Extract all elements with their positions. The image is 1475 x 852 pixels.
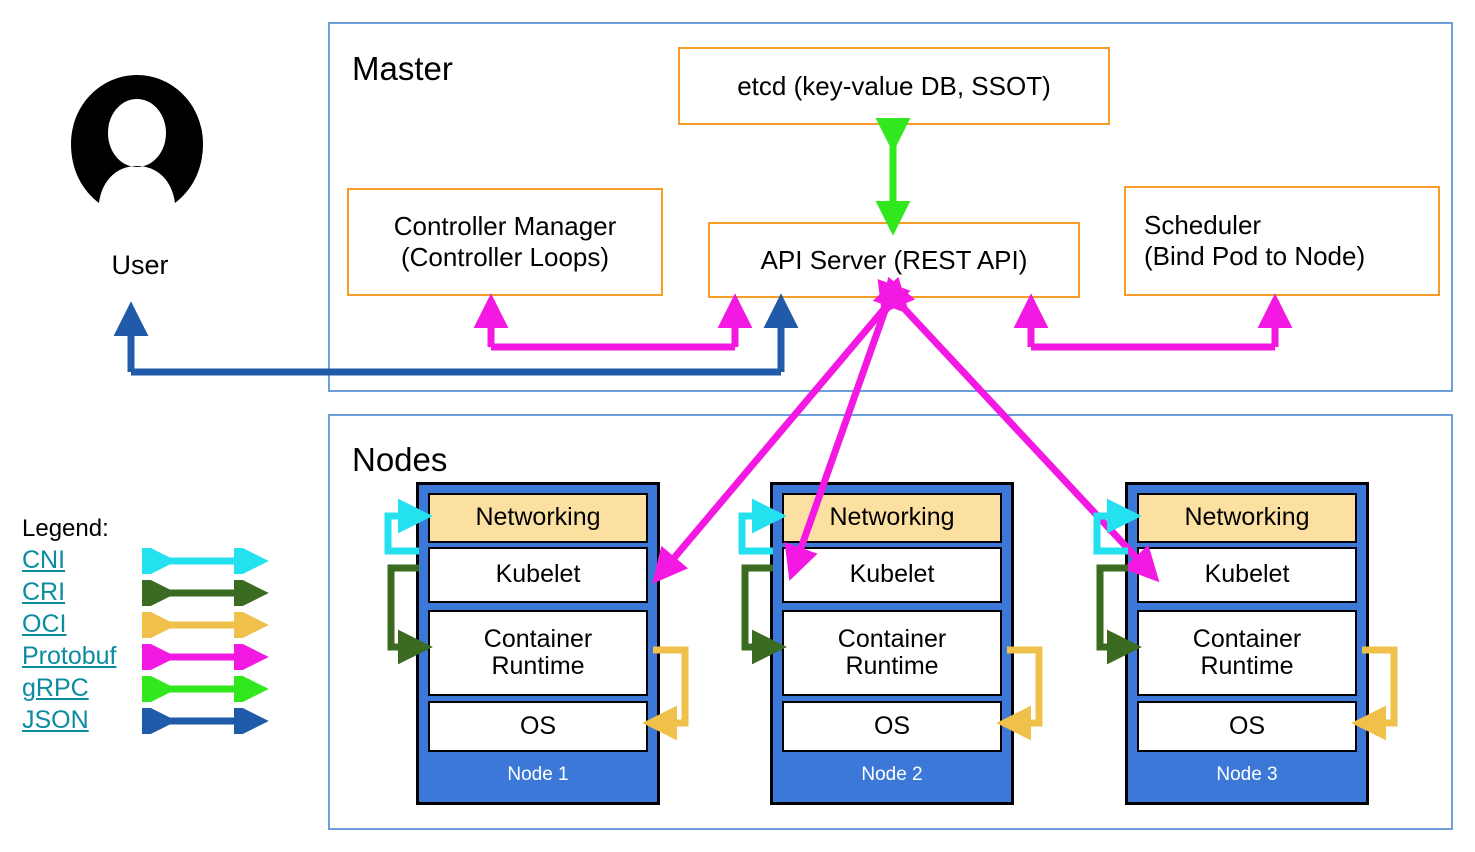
legend-arrow-grpc — [142, 675, 269, 702]
legend-label-cri[interactable]: CRI — [22, 578, 66, 607]
node-card[interactable]: Networking Kubelet Container Runtime OS … — [416, 482, 660, 805]
controller-manager-line1: Controller Manager — [393, 211, 617, 242]
user-avatar-icon — [71, 75, 203, 203]
legend-label-oci[interactable]: OCI — [22, 610, 67, 639]
node2-os-label: OS — [873, 711, 911, 740]
node2-networking-label: Networking — [829, 503, 955, 532]
user-label: User — [111, 250, 169, 280]
legend-arrow-json — [142, 707, 269, 734]
node3-name-label: Node 3 — [1216, 764, 1278, 785]
etcd-label: etcd (key-value DB, SSOT) — [737, 70, 1051, 101]
node2-os-row[interactable]: OS — [782, 701, 1002, 752]
node-card[interactable]: Networking Kubelet Container Runtime OS … — [770, 482, 1014, 805]
node2-name-label: Node 2 — [861, 764, 923, 785]
node3-runtime-line2: Runtime — [1200, 652, 1294, 680]
node1-networking-label: Networking — [475, 503, 601, 532]
node1-os-row[interactable]: OS — [428, 701, 648, 752]
node3-os-row[interactable]: OS — [1137, 701, 1357, 752]
controller-manager-line2: (Controller Loops) — [400, 242, 610, 272]
legend-row-cni[interactable]: CNI — [22, 545, 270, 577]
node1-runtime-line2: Runtime — [491, 652, 585, 680]
node1-kubelet-row[interactable]: Kubelet — [428, 547, 648, 603]
legend-label-cni[interactable]: CNI — [22, 546, 66, 575]
legend-row-json[interactable]: JSON — [22, 705, 270, 737]
legend-arrow-cri — [142, 579, 269, 606]
legend-row-cri[interactable]: CRI — [22, 577, 270, 609]
node3-networking-row[interactable]: Networking — [1137, 493, 1357, 543]
scheduler-line1: Scheduler — [1144, 210, 1262, 241]
etcd-box[interactable]: etcd (key-value DB, SSOT) — [678, 47, 1110, 125]
scheduler-line2: (Bind Pod to Node) — [1144, 241, 1366, 271]
node2-runtime-line1: Container — [837, 624, 947, 653]
legend-title: Legend: — [22, 515, 109, 542]
api-server-box[interactable]: API Server (REST API) — [708, 222, 1080, 298]
legend-label-json[interactable]: JSON — [22, 706, 89, 735]
legend-label-protobuf[interactable]: Protobuf — [22, 642, 117, 671]
controller-manager-box[interactable]: Controller Manager (Controller Loops) — [347, 188, 663, 296]
legend-label-grpc[interactable]: gRPC — [22, 674, 89, 703]
legend: Legend: CNI CRI OCI Protobuf — [22, 515, 270, 737]
node1-container-runtime-row[interactable]: Container Runtime — [428, 610, 648, 696]
node3-kubelet-label: Kubelet — [1204, 560, 1290, 589]
node3-container-runtime-row[interactable]: Container Runtime — [1137, 610, 1357, 696]
node3-runtime-line1: Container — [1192, 624, 1302, 653]
node1-kubelet-label: Kubelet — [495, 560, 581, 589]
node1-networking-row[interactable]: Networking — [428, 493, 648, 543]
node2-networking-row[interactable]: Networking — [782, 493, 1002, 543]
legend-arrow-protobuf — [142, 643, 269, 670]
node3-os-label: OS — [1228, 711, 1266, 740]
node1-name-label: Node 1 — [507, 764, 569, 785]
node2-runtime-line2: Runtime — [845, 652, 939, 680]
node1-os-label: OS — [519, 711, 557, 740]
legend-row-protobuf[interactable]: Protobuf — [22, 641, 270, 673]
node3-kubelet-row[interactable]: Kubelet — [1137, 547, 1357, 603]
legend-row-oci[interactable]: OCI — [22, 609, 270, 641]
legend-arrow-oci — [142, 611, 269, 638]
master-group-title: Master — [352, 50, 453, 87]
node2-container-runtime-row[interactable]: Container Runtime — [782, 610, 1002, 696]
legend-row-grpc[interactable]: gRPC — [22, 673, 270, 705]
node3-networking-label: Networking — [1184, 503, 1310, 532]
node1-runtime-line1: Container — [483, 624, 593, 653]
legend-arrow-cni — [142, 547, 269, 574]
api-server-label: API Server (REST API) — [760, 244, 1028, 275]
nodes-group-title: Nodes — [352, 441, 448, 478]
scheduler-box[interactable]: Scheduler (Bind Pod to Node) — [1124, 186, 1440, 296]
node2-kubelet-row[interactable]: Kubelet — [782, 547, 1002, 603]
node2-kubelet-label: Kubelet — [849, 560, 935, 589]
node-card[interactable]: Networking Kubelet Container Runtime OS … — [1125, 482, 1369, 805]
